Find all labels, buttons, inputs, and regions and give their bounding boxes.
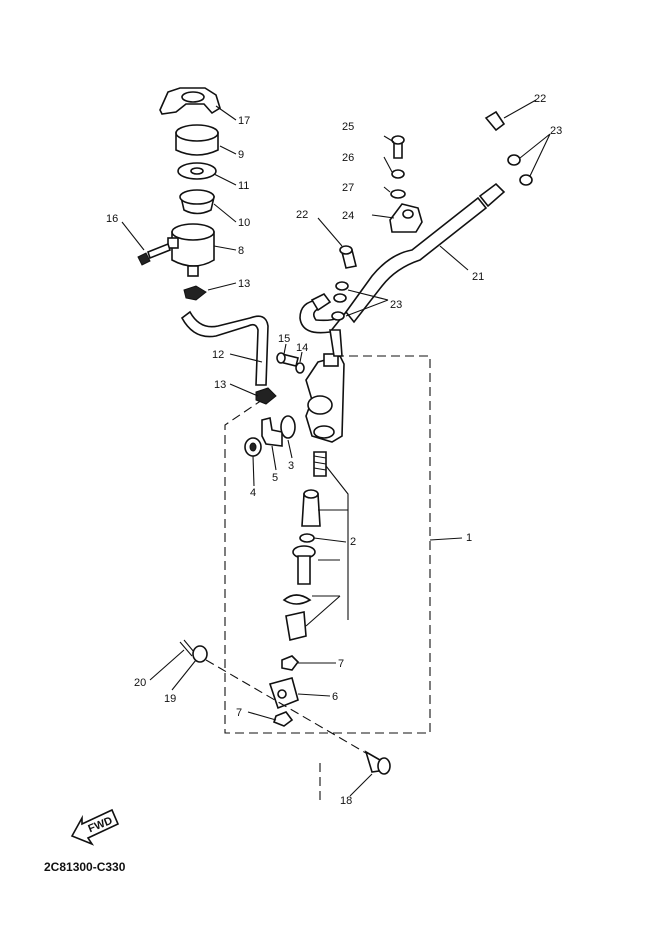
label-23-lower: 23 <box>390 299 402 311</box>
label-9: 9 <box>238 149 244 161</box>
pin-axis-line <box>205 659 379 761</box>
label-16: 16 <box>106 213 118 225</box>
label-3: 3 <box>288 460 294 472</box>
reservoir-cap-bracket-part-17 <box>159 87 221 115</box>
label-17: 17 <box>238 115 250 127</box>
diaphragm-plate-part-11 <box>177 162 217 180</box>
label-1: 1 <box>466 532 472 544</box>
label-22-lower: 22 <box>296 209 308 221</box>
diaphragm-part-10 <box>179 189 216 215</box>
assembly-boundary <box>224 355 431 734</box>
hose-holder-part-24 <box>389 203 423 233</box>
label-13-upper: 13 <box>238 278 250 290</box>
label-8: 8 <box>238 245 244 257</box>
master-cylinder-body-part-1 <box>305 353 345 443</box>
collar-part-27 <box>390 189 406 199</box>
label-26: 26 <box>342 152 354 164</box>
gasket-part-14 <box>295 362 305 374</box>
union-bolt-part-22-upper <box>484 110 506 132</box>
label-21: 21 <box>472 271 484 283</box>
hose-clamp-lower-part-13 <box>255 387 277 405</box>
label-18: 18 <box>340 795 352 807</box>
label-15: 15 <box>278 333 290 345</box>
diagram-code: 2C81300-C330 <box>44 860 126 874</box>
bolt-part-25 <box>391 135 405 159</box>
union-bolt-part-22-lower <box>339 245 357 269</box>
label-23-upper: 23 <box>550 125 562 137</box>
label-24: 24 <box>342 210 354 222</box>
label-7-lower: 7 <box>236 707 242 719</box>
nut-lower-part-7 <box>273 711 294 727</box>
label-22-upper: 22 <box>534 93 546 105</box>
gasket-part-23-lower <box>331 281 349 321</box>
washer-part-19 <box>192 645 208 663</box>
label-4: 4 <box>250 487 256 499</box>
label-13-lower: 13 <box>214 379 226 391</box>
label-20: 20 <box>134 677 146 689</box>
nut-upper-part-7 <box>281 655 300 671</box>
piston-cup-part-2 <box>301 489 321 527</box>
washer-part-2 <box>299 533 315 543</box>
leader-lines <box>121 99 551 797</box>
bolt-part-16 <box>137 242 171 266</box>
hose-clamp-upper-part-13 <box>183 285 207 301</box>
label-25: 25 <box>342 121 354 133</box>
o-ring-part-3 <box>280 415 296 439</box>
spring-part-2 <box>313 451 327 477</box>
label-2: 2 <box>350 536 356 548</box>
cotter-pin-part-20 <box>179 639 195 657</box>
boot-part-2 <box>285 611 307 641</box>
label-12: 12 <box>212 349 224 361</box>
part-labels: 17 9 11 10 8 16 13 12 13 15 14 3 5 4 2 7… <box>106 93 562 807</box>
fwd-arrow-icon: FWD <box>70 808 120 846</box>
brake-hose-part-21 <box>299 182 506 357</box>
washer-part-26 <box>391 169 405 179</box>
label-14: 14 <box>296 342 308 354</box>
label-11: 11 <box>238 180 249 192</box>
reservoir-cap-part-9 <box>175 124 219 156</box>
label-7-upper: 7 <box>338 658 344 670</box>
label-27: 27 <box>342 182 354 194</box>
union-bolt-part-15 <box>276 352 299 367</box>
circlip-part-2 <box>282 594 312 605</box>
label-5: 5 <box>272 472 278 484</box>
reservoir-part-8 <box>167 223 215 277</box>
label-19: 19 <box>164 693 176 705</box>
grommet-part-4 <box>244 437 262 457</box>
label-6: 6 <box>332 691 338 703</box>
clevis-part-6 <box>268 677 299 710</box>
gasket-part-23-upper <box>507 154 533 186</box>
label-10: 10 <box>238 217 250 229</box>
pin-part-18 <box>364 750 391 775</box>
hose-joint-part-5 <box>261 417 283 447</box>
push-rod-part-2 <box>292 545 316 585</box>
reservoir-hose-part-12 <box>180 310 269 386</box>
